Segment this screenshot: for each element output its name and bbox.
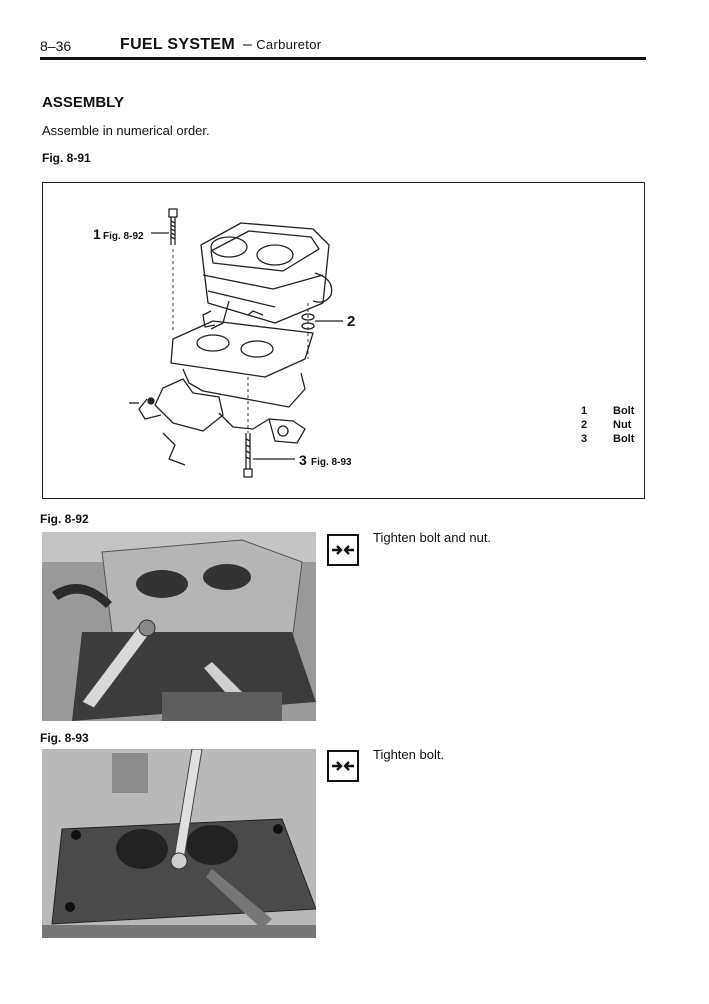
bolt-1-drawing bbox=[168, 208, 178, 245]
legend-num: 1 bbox=[581, 405, 588, 417]
throttle-body-drawing bbox=[129, 368, 306, 466]
bolt-3-drawing bbox=[243, 433, 253, 478]
legend-part: Bolt bbox=[613, 405, 635, 417]
instruction-text: Tighten bolt and nut. bbox=[373, 530, 492, 545]
figure-label-91: Fig. 8-91 bbox=[42, 151, 91, 165]
callout-2-num: 2 bbox=[347, 313, 355, 330]
page-number: 8–36 bbox=[40, 38, 72, 54]
section-title: FUEL SYSTEM–Carburetor bbox=[120, 36, 321, 54]
section-name: FUEL SYSTEM bbox=[120, 36, 236, 53]
title-dash: – bbox=[243, 36, 253, 53]
carburetor-body-drawing bbox=[200, 222, 333, 330]
photo-tightening-bolt-and-nut bbox=[42, 532, 316, 721]
legend-row: 2 Nut bbox=[581, 419, 631, 431]
legend-part: Nut bbox=[613, 419, 632, 431]
legend-row: 3 Bolt bbox=[581, 433, 634, 445]
gasket-plate-drawing bbox=[170, 320, 314, 378]
subsection-name: Carburetor bbox=[256, 37, 322, 52]
legend-num: 3 bbox=[581, 433, 588, 445]
legend-row: 1 Bolt bbox=[581, 405, 634, 417]
figure-label-92: Fig. 8-92 bbox=[40, 512, 89, 526]
torque-arrows-icon bbox=[332, 545, 354, 555]
legend-part: Bolt bbox=[613, 433, 635, 445]
callout-1-num: 1 bbox=[93, 226, 101, 242]
assembly-guide-lines bbox=[172, 249, 309, 433]
page-heading: ASSEMBLY bbox=[42, 94, 124, 111]
instruction-text: Tighten bolt. bbox=[373, 747, 445, 762]
legend-num: 2 bbox=[581, 419, 588, 431]
torque-wrench-arrows-icon bbox=[327, 534, 359, 566]
callout-3-ref: Fig. 8-93 bbox=[311, 457, 352, 468]
photo-tightening-bolt bbox=[42, 749, 316, 938]
carburetor-exploded-diagram: 1 Fig. 8-92 2 3 Fig. 8-93 bbox=[93, 208, 355, 478]
intro-text: Assemble in numerical order. bbox=[42, 123, 210, 138]
torque-arrows-icon bbox=[332, 761, 354, 771]
callout-1-ref: Fig. 8-92 bbox=[103, 231, 144, 242]
figure-label-93: Fig. 8-93 bbox=[40, 731, 89, 745]
header-rule bbox=[40, 57, 646, 60]
callout-3-num: 3 bbox=[299, 452, 307, 468]
torque-wrench-arrows-icon bbox=[327, 750, 359, 782]
